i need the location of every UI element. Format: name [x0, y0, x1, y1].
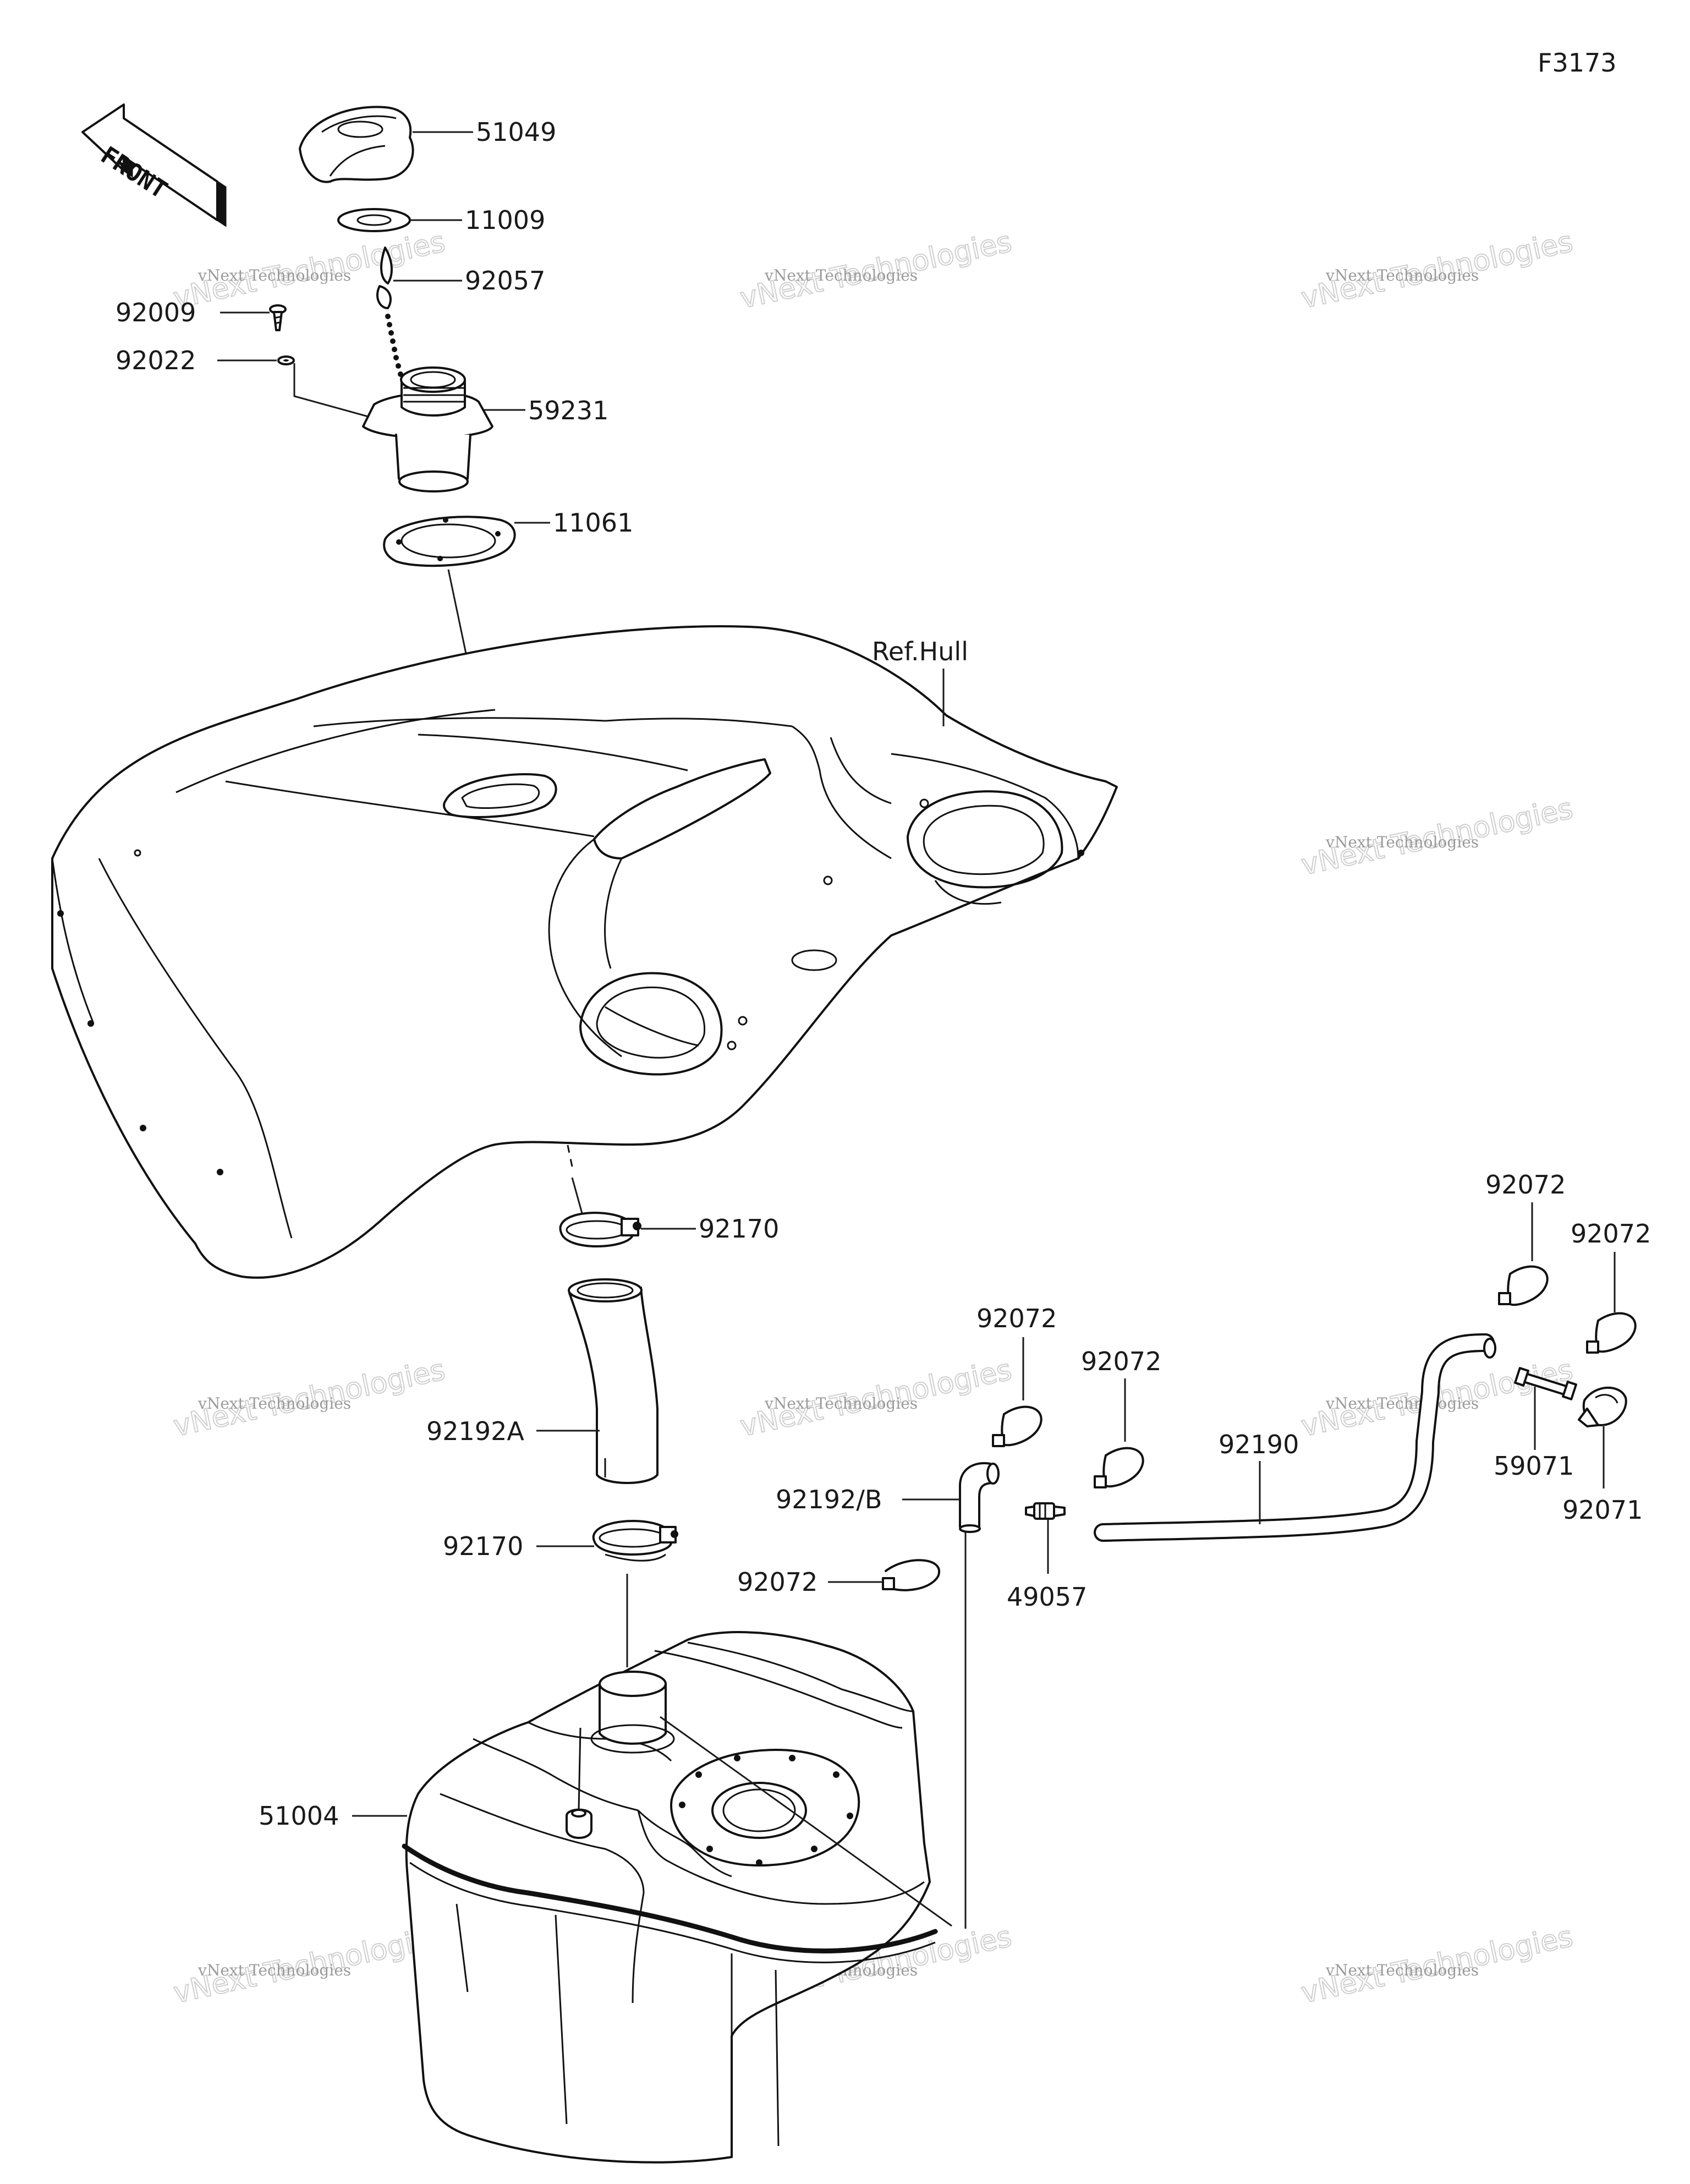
- part-number-92072-a[interactable]: 92072: [1485, 1170, 1566, 1200]
- part-number-92009[interactable]: 92009: [116, 298, 196, 327]
- part-number-92072-e[interactable]: 92072: [737, 1567, 817, 1597]
- part-number-59071[interactable]: 59071: [1494, 1451, 1574, 1481]
- clip-icon: [992, 1405, 1042, 1447]
- svg-text:vNext Technologies: vNext Technologies: [197, 1394, 351, 1413]
- part-number-92170-lower[interactable]: 92170: [443, 1531, 523, 1561]
- fuel-cap-cover-icon: [299, 106, 414, 183]
- svg-text:vNext Technologies: vNext Technologies: [197, 1961, 351, 1979]
- hose-clamp-icon: [592, 1520, 678, 1562]
- part-number-92057[interactable]: 92057: [465, 266, 545, 295]
- part-number-92072-b[interactable]: 92072: [1571, 1219, 1651, 1249]
- part-number-92072-c[interactable]: 92072: [976, 1304, 1057, 1333]
- svg-text:vNext Technologies: vNext Technologies: [1325, 1961, 1479, 1979]
- part-number-92192b[interactable]: 92192/B: [776, 1485, 882, 1514]
- svg-text:vNext Technologies: vNext Technologies: [1325, 833, 1479, 851]
- part-number-92170-upper[interactable]: 92170: [699, 1214, 779, 1244]
- svg-text:vNext Technologies: vNext Technologies: [764, 266, 918, 284]
- leader-tank-pump: [660, 1716, 952, 1927]
- part-number-51049[interactable]: 51049: [476, 117, 556, 147]
- part-number-92192a[interactable]: 92192A: [426, 1416, 524, 1446]
- tether-chain-icon: [376, 247, 403, 377]
- vent-valve-icon: [1578, 1386, 1627, 1427]
- svg-text:vNext Technologies: vNext Technologies: [1325, 266, 1479, 284]
- front-arrow-icon: FRONT: [81, 103, 227, 227]
- clip-icon: [1094, 1447, 1144, 1488]
- leader-92022-to-neck: [293, 363, 375, 419]
- part-number-92190[interactable]: 92190: [1219, 1430, 1299, 1459]
- part-number-92072-d[interactable]: 92072: [1081, 1346, 1161, 1376]
- part-number-11009[interactable]: 11009: [465, 205, 545, 235]
- svg-text:vNext Technologies: vNext Technologies: [764, 1394, 918, 1413]
- clip-icon: [1498, 1265, 1549, 1306]
- part-number-59231[interactable]: 59231: [528, 396, 608, 425]
- screw-icon: [269, 304, 287, 331]
- reference-label: Ref.Hull: [872, 637, 968, 666]
- washer-icon: [277, 355, 295, 365]
- filler-neck-icon: [362, 366, 493, 492]
- check-valve-icon: [1025, 1502, 1066, 1520]
- clip-icon: [882, 1559, 940, 1591]
- fitting-icon: [1514, 1367, 1577, 1400]
- part-number-51004[interactable]: 51004: [259, 1801, 339, 1831]
- vent-hose-icon: [1094, 1333, 1496, 1542]
- gasket-ring-icon: [337, 208, 411, 232]
- hose-clamp-icon: [559, 1212, 641, 1247]
- clip-icon: [1586, 1312, 1637, 1354]
- part-number-11061[interactable]: 11061: [553, 508, 633, 538]
- part-number-92071[interactable]: 92071: [1562, 1495, 1643, 1525]
- part-number-49057[interactable]: 49057: [1007, 1582, 1087, 1612]
- filler-hose-icon: [568, 1278, 659, 1484]
- figure-code: F3173: [1538, 48, 1617, 78]
- svg-text:vNext Technologies: vNext Technologies: [1325, 1394, 1479, 1413]
- svg-text:vNext Technologies: vNext Technologies: [197, 266, 351, 284]
- hull-reference-icon: [51, 625, 1118, 1279]
- elbow-hose-icon: [959, 1462, 1000, 1533]
- part-number-92022[interactable]: 92022: [116, 346, 196, 375]
- flange-gasket-icon: [383, 516, 516, 567]
- fuel-tank-icon: [402, 1631, 938, 2164]
